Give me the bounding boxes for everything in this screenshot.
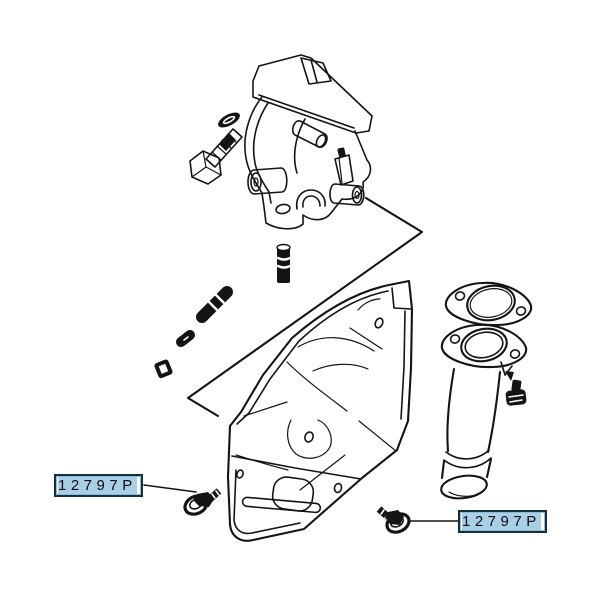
part-number-text: 12797P bbox=[462, 513, 541, 530]
part-number-label-left[interactable]: 12797P bbox=[54, 474, 143, 497]
flange-bolt-left-drawing bbox=[183, 488, 222, 516]
manifold-studs-drawing bbox=[154, 243, 292, 379]
exhaust-manifold-drawing bbox=[244, 54, 373, 230]
group-leader-line bbox=[186, 196, 424, 418]
pipe-flange-drawing bbox=[440, 323, 528, 369]
part-number-label-right[interactable]: 12797P bbox=[458, 510, 547, 533]
manifold-bolt-drawing bbox=[189, 128, 243, 185]
washer-drawing bbox=[218, 112, 240, 128]
heat-shield-drawing bbox=[226, 279, 414, 542]
gasket-drawing bbox=[444, 281, 533, 327]
front-pipe-drawing bbox=[440, 367, 502, 500]
direction-arrow-icon bbox=[500, 361, 514, 381]
fitting-bolt-drawing bbox=[505, 379, 527, 406]
flange-bolt-right-drawing bbox=[376, 506, 411, 534]
left-label-leader-line bbox=[143, 484, 197, 493]
part-number-text: 12797P bbox=[58, 477, 137, 494]
